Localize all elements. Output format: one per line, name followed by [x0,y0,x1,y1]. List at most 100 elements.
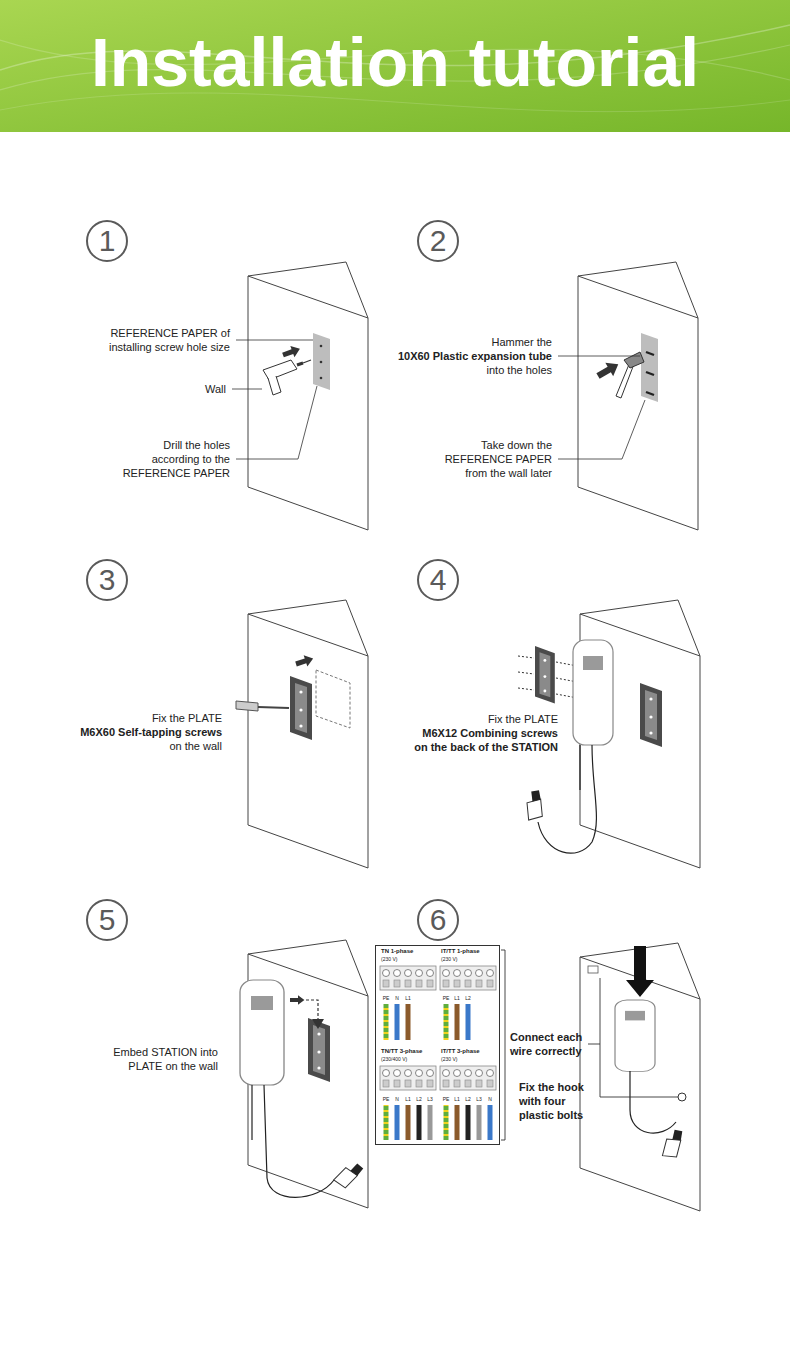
voltage-label: (230 V) [441,1056,496,1062]
step-1-drawing [320,377,323,380]
leader-line [501,950,505,1140]
step-1-drawing [297,363,303,365]
leader-line [232,340,317,459]
step-number-circle: 5 [86,899,128,941]
page-title: Installation tutorial [0,22,790,102]
step-number-circle: 3 [86,559,128,601]
step-4-drawing [579,745,580,790]
step-number-circle: 6 [417,899,459,941]
leader-line [600,1097,678,1098]
terminal-label: L3 [474,1096,484,1102]
step-number: 6 [430,903,447,937]
wiring-drawing [466,1105,471,1140]
terminal-label: L3 [425,1096,435,1102]
step-5-drawing [251,1085,252,1140]
step-number: 4 [430,563,447,597]
terminal-label: L2 [414,1096,424,1102]
leader-line [600,978,601,1097]
leader-line [558,356,645,459]
wiring-drawing [380,1066,436,1090]
terminal-label: L1 [452,995,462,1001]
wiring-drawing [395,1105,400,1140]
wiring-drawing [428,1105,433,1140]
wiring-drawing [455,1004,460,1040]
step-3-drawing [236,600,368,868]
step-6-drawing [626,946,654,997]
step-4-drawing [535,646,555,704]
wiring-drawing [440,1066,496,1090]
voltage-label: (230/400 V) [381,1056,436,1062]
system-heading: IT/TT 1-phase [441,948,496,955]
step-5-drawing [264,1085,334,1197]
step-1-drawing [268,376,281,395]
terminal-label: L2 [463,1096,473,1102]
step-number: 3 [99,563,116,597]
step-1-drawing [303,360,311,363]
wiring-drawing [444,1004,449,1040]
step-2-drawing [641,333,658,402]
callout-text: on the back of the STATION [388,740,558,754]
terminal-label: N [485,1096,495,1102]
step-3-drawing [290,676,312,740]
callout-text: REFERENCE PAPER of installing screw hole… [90,326,230,354]
step-5-drawing [308,1018,330,1082]
wiring-drawing [380,966,496,1140]
system-heading: TN 1-phase [381,948,436,955]
step-6-drawing [655,1127,693,1164]
step-4-drawing [573,640,613,745]
step-5-drawing [290,995,304,1005]
step-1-drawing [320,361,323,364]
leader-line [236,340,313,341]
voltage-label: (230 V) [381,956,436,962]
step-1-drawing [248,262,368,530]
leader-line [501,950,678,1140]
step-2-drawing [646,372,654,375]
step-6-drawing [580,943,700,1211]
step-6-drawing [678,1093,686,1101]
callout-text: Wall [186,382,226,396]
terminal-label: L1 [403,995,413,1001]
step-1-drawing [281,343,302,360]
wiring-drawing [406,1004,411,1040]
wiring-drawing [417,1105,422,1140]
terminal-label: L1 [452,1096,462,1102]
step-5-drawing [312,1019,324,1029]
leader-line [232,389,262,390]
step-4-drawing [518,787,553,825]
callout-text: into the holes [382,363,552,377]
step-6-drawing [615,1000,655,1071]
step-1-drawing [263,360,297,380]
step-3-drawing [236,701,258,711]
step-number: 5 [99,903,116,937]
step-2-drawing [646,352,654,355]
leader-line [588,1044,600,1045]
step-4-drawing [640,683,662,747]
step-3-drawing [316,670,350,728]
step-2-drawing [646,352,654,395]
step-4-drawing [518,672,534,674]
step-5-drawing [240,940,368,1208]
leader-line [236,386,317,459]
step-5-drawing [306,1000,318,1020]
step-2-drawing [624,352,644,368]
leader-line [558,356,640,357]
terminal-label: PE [441,995,451,1001]
step-number: 2 [430,224,447,258]
callout-text: Connect each wire correctly [510,1030,595,1058]
callout-text: M6X12 Combining screws [388,726,558,740]
terminal-label: L2 [463,995,473,1001]
callout-text: Fix the hook with four plastic bolts [519,1080,597,1122]
step-6-drawing [630,1071,676,1133]
terminal-label: PE [441,1096,451,1102]
wiring-drawing [406,1105,411,1140]
step-number-circle: 1 [86,220,128,262]
step-2-drawing [578,262,698,530]
callout-text: on the wall [52,739,222,753]
wiring-drawing [440,966,496,990]
step-3-drawing [294,653,315,670]
step-4-drawing [518,688,534,690]
step-number-circle: 4 [417,559,459,601]
step-number: 1 [99,224,116,258]
wiring-drawing [384,1004,389,1040]
